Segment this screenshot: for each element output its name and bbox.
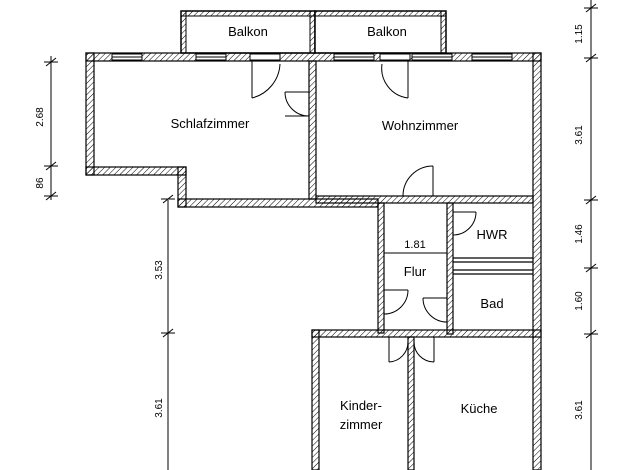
label-balkon-left: Balkon: [228, 24, 268, 39]
dim-right-bad: 1.60: [574, 291, 585, 311]
dim-left-bottom: 3.61: [154, 398, 165, 418]
windows-top: [111, 53, 513, 61]
label-schlafzimmer: Schlafzimmer: [171, 116, 250, 131]
label-kinderzimmer-2: zimmer: [340, 417, 383, 432]
dim-right-balkon: 1.15: [574, 24, 585, 44]
label-wohnzimmer: Wohnzimmer: [382, 118, 459, 133]
outer-walls: [85, 52, 542, 470]
label-balkon-right: Balkon: [367, 24, 407, 39]
dim-left-middle: 3.53: [154, 260, 165, 280]
dimension-chain-right: [584, 0, 598, 470]
label-bad: Bad: [480, 296, 503, 311]
label-flur: Flur: [404, 264, 427, 279]
dim-left-schlafzimmer: 2.68: [35, 107, 46, 127]
dim-right-hwr: 1.46: [574, 224, 585, 244]
label-kueche: Küche: [461, 401, 498, 416]
dimension-chain-left-bottom: [161, 194, 175, 470]
label-hwr: HWR: [476, 227, 507, 242]
doors: [249, 53, 533, 363]
dim-right-kueche: 3.61: [574, 400, 585, 420]
label-flur-width: 1.81: [404, 239, 425, 251]
label-kinderzimmer-1: Kinder-: [340, 398, 382, 413]
dimension-chain-left-top: [44, 56, 58, 201]
dim-left-offset: 86: [35, 177, 46, 189]
dim-right-wohnzimmer: 3.61: [574, 125, 585, 145]
